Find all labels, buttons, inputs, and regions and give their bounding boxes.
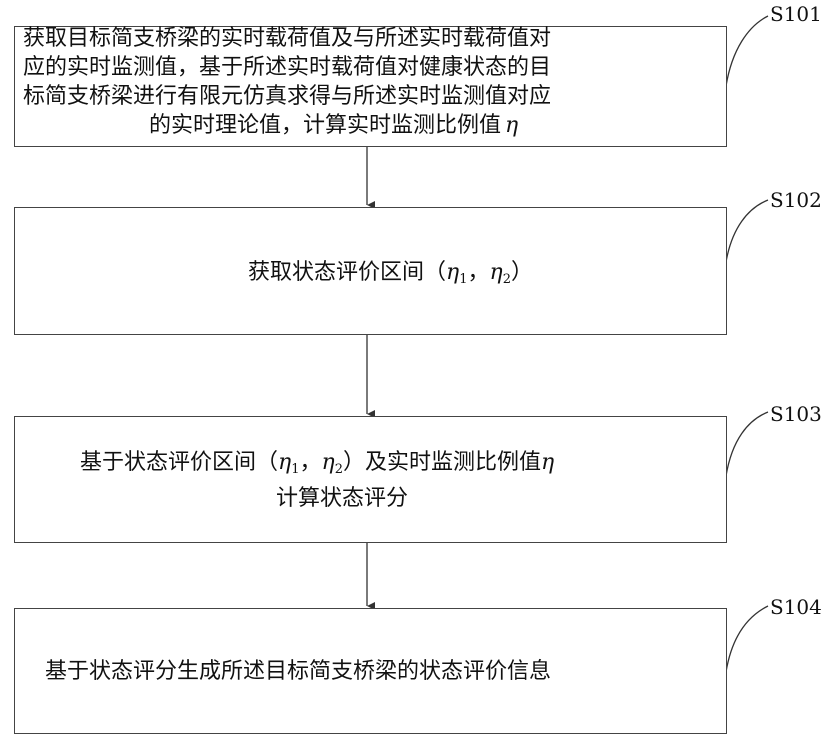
eta1-symbol: η [446,260,459,285]
s103-line-2: 计算状态评分 [80,484,554,513]
s101-line-1: 获取目标简支桥梁的实时载荷值及与所述实时载荷值对 [23,24,551,53]
step-text-s102: 获取状态评价区间（η1，η2） [248,258,533,294]
s103-mid: ）及实时监测比例值 [343,450,541,475]
s102-sep: ， [467,260,489,285]
label-curve-s101 [726,16,768,86]
eta2-subscript: 2 [335,462,343,477]
eta-symbol: η [541,450,554,475]
step-text-s104: 基于状态评分生成所述目标简支桥梁的状态评价信息 [45,657,551,686]
s102-text: 获取状态评价区间（ [248,260,446,285]
label-curve-s104 [726,606,768,672]
step-label-s104: S104 [770,595,822,619]
label-curve-s102 [726,200,768,262]
eta2-subscript: 2 [503,272,511,287]
s101-line-4: 的实时理论值，计算实时监测比例值η [23,111,551,140]
eta2-symbol: η [490,260,503,285]
step-label-s103: S103 [770,402,822,426]
label-curve-s103 [726,412,768,476]
step-text-s103: 基于状态评价区间（η1，η2）及实时监测比例值η 计算状态评分 [80,448,554,513]
step-text-s101: 获取目标简支桥梁的实时载荷值及与所述实时载荷值对 应的实时监测值，基于所述实时载… [23,24,551,140]
s101-line-4-text: 的实时理论值，计算实时监测比例值 [149,113,501,138]
s103-line-1: 基于状态评价区间（η1，η2）及实时监测比例值η [80,448,554,484]
eta-symbol: η [505,113,518,138]
s101-line-2: 应的实时监测值，基于所述实时载荷值对健康状态的目 [23,53,551,82]
step-label-s102: S102 [770,188,822,212]
s101-line-3: 标简支桥梁进行有限元仿真求得与所述实时监测值对应 [23,82,551,111]
eta1-symbol: η [278,450,291,475]
s102-close: ） [511,260,533,285]
step-label-s101: S101 [770,2,822,26]
eta2-symbol: η [322,450,335,475]
s103-sep: ， [299,450,321,475]
s103-text: 基于状态评价区间（ [80,450,278,475]
